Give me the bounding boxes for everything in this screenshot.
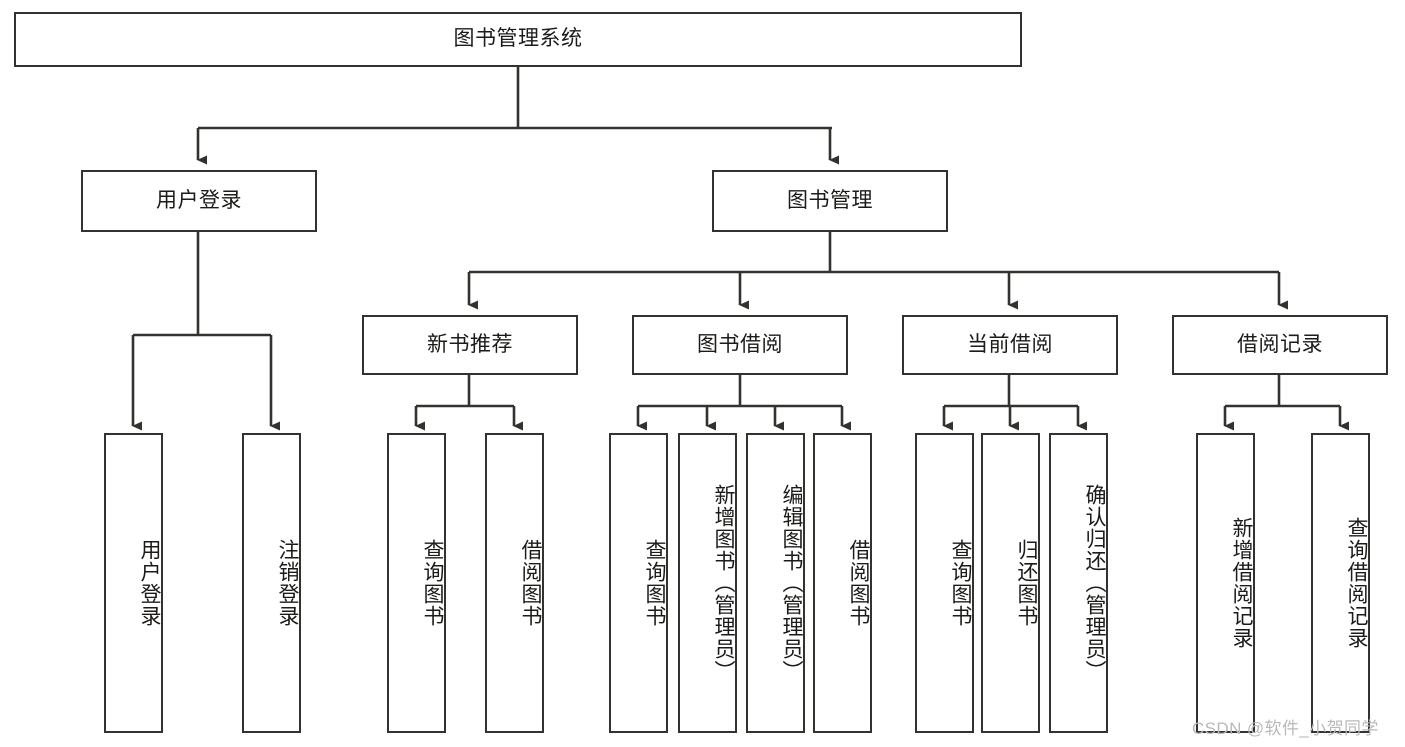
- node-leaf-label: 用户登录: [138, 539, 161, 627]
- node-leaf-label: 确认归还（管理员）: [1083, 484, 1106, 682]
- node-borrow-record-label: 借阅记录: [1237, 332, 1323, 356]
- node-user-login-label: 用户登录: [156, 188, 242, 212]
- node-current-borrow-label: 当前借阅: [967, 332, 1053, 356]
- node-leaf-current-borrow-3[interactable]: 确认归还（管理员）: [1049, 433, 1108, 733]
- node-leaf-label: 借阅图书: [847, 539, 870, 627]
- csdn-watermark: CSDN @软件_小贺同学: [1192, 719, 1379, 738]
- node-book-borrow-label: 图书借阅: [697, 332, 783, 356]
- node-leaf-label: 新增借阅记录: [1230, 517, 1253, 649]
- node-book-manage[interactable]: 图书管理: [712, 170, 948, 232]
- node-leaf-current-borrow-2[interactable]: 归还图书: [981, 433, 1040, 733]
- node-leaf-book-borrow-2[interactable]: 新增图书（管理员）: [678, 433, 737, 733]
- node-root-label: 图书管理系统: [453, 27, 583, 51]
- node-leaf-label: 查询图书: [643, 539, 666, 627]
- node-leaf-user-login-2[interactable]: 注销登录: [242, 433, 301, 733]
- node-current-borrow[interactable]: 当前借阅: [902, 315, 1118, 375]
- node-leaf-label: 查询图书: [949, 539, 972, 627]
- node-leaf-label: 注销登录: [276, 539, 299, 627]
- node-leaf-borrow-record-2[interactable]: 查询借阅记录: [1311, 433, 1370, 733]
- node-root[interactable]: 图书管理系统: [14, 12, 1022, 67]
- node-leaf-book-borrow-3[interactable]: 编辑图书（管理员）: [746, 433, 805, 733]
- node-leaf-label: 归还图书: [1015, 539, 1038, 627]
- node-leaf-user-login-1[interactable]: 用户登录: [104, 433, 163, 733]
- node-leaf-current-borrow-1[interactable]: 查询图书: [915, 433, 974, 733]
- node-leaf-new-book-2[interactable]: 借阅图书: [485, 433, 544, 733]
- node-leaf-label: 查询借阅记录: [1345, 517, 1368, 649]
- node-new-book-recommend[interactable]: 新书推荐: [362, 315, 578, 375]
- node-leaf-book-borrow-4[interactable]: 借阅图书: [813, 433, 872, 733]
- node-book-manage-label: 图书管理: [787, 188, 873, 212]
- node-leaf-label: 借阅图书: [519, 539, 542, 627]
- node-leaf-label: 新增图书（管理员）: [712, 484, 735, 682]
- node-leaf-label: 编辑图书（管理员）: [780, 484, 803, 682]
- node-new-book-recommend-label: 新书推荐: [427, 332, 513, 356]
- node-leaf-borrow-record-1[interactable]: 新增借阅记录: [1196, 433, 1255, 733]
- node-user-login[interactable]: 用户登录: [81, 170, 317, 232]
- node-book-borrow[interactable]: 图书借阅: [632, 315, 848, 375]
- node-borrow-record[interactable]: 借阅记录: [1172, 315, 1388, 375]
- node-leaf-book-borrow-1[interactable]: 查询图书: [609, 433, 668, 733]
- node-leaf-label: 查询图书: [421, 539, 444, 627]
- node-leaf-new-book-1[interactable]: 查询图书: [387, 433, 446, 733]
